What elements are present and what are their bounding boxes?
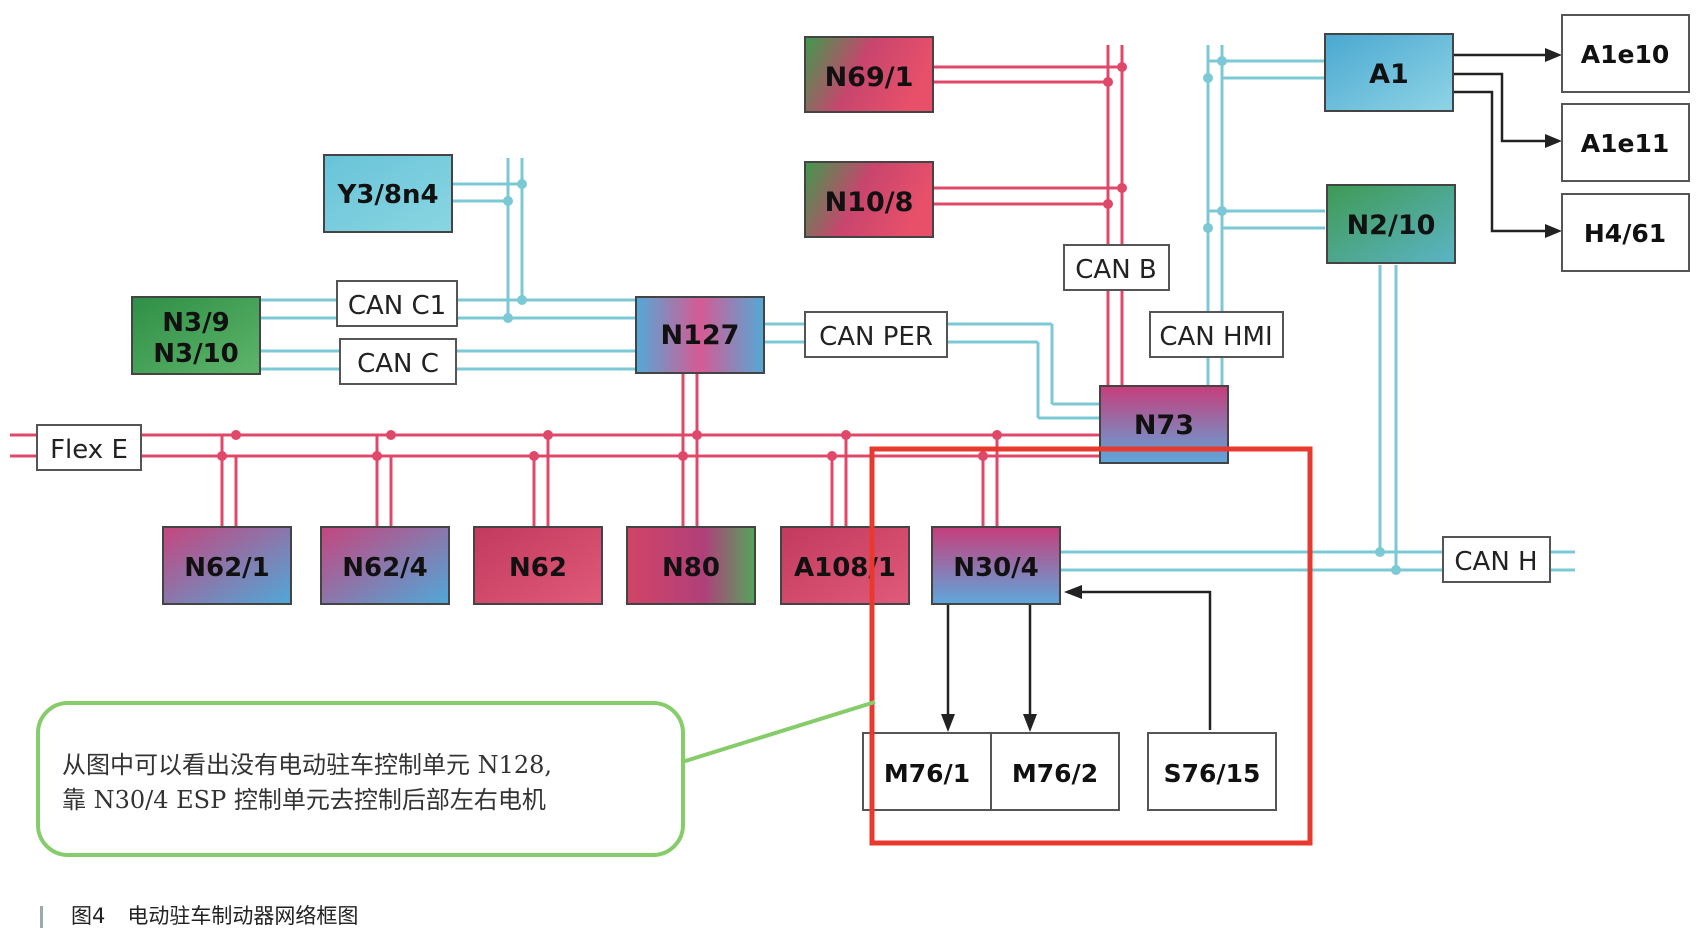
svg-text:N3/10: N3/10 [153, 339, 239, 369]
box-a1e11: A1e11 [1561, 103, 1690, 182]
svg-text:CAN B: CAN B [1075, 255, 1157, 285]
bus-label-flex-e: Flex E [36, 424, 142, 471]
svg-text:A1e11: A1e11 [1581, 129, 1670, 158]
svg-text:M76/1: M76/1 [884, 759, 970, 788]
module-n10-8: N10/8 [804, 161, 934, 238]
figure-caption: 图4 电动驻车制动器网络框图 [40, 900, 358, 930]
module-n62: N62 [473, 526, 603, 605]
box-a1e10: A1e10 [1561, 14, 1690, 93]
box-s76-15: S76/15 [1147, 732, 1277, 811]
box-m76-2: M76/2 [990, 732, 1120, 811]
a1-output-arrows [1454, 53, 1552, 233]
flex-e-bus [10, 45, 1124, 527]
box-m76-1: M76/1 [862, 732, 992, 811]
svg-text:CAN C: CAN C [357, 349, 439, 379]
svg-text:A108/1: A108/1 [794, 553, 896, 583]
svg-text:N2/10: N2/10 [1347, 210, 1436, 241]
svg-text:N62/4: N62/4 [342, 553, 428, 583]
svg-text:CAN H: CAN H [1454, 547, 1537, 577]
figure-title: 电动驻车制动器网络框图 [127, 904, 359, 928]
svg-text:N73: N73 [1134, 410, 1194, 441]
note-line-1: 从图中可以看出没有电动驻车控制单元 N128, [62, 751, 552, 779]
svg-text:N69/1: N69/1 [825, 62, 914, 93]
svg-text:N80: N80 [662, 553, 720, 583]
svg-text:N10/8: N10/8 [825, 187, 914, 218]
module-n62-1: N62/1 [162, 526, 292, 605]
arrowheads [1545, 48, 1562, 238]
svg-text:CAN C1: CAN C1 [348, 291, 446, 321]
svg-text:N127: N127 [661, 320, 740, 351]
n30-4-motor-arrows [946, 590, 1212, 730]
bus-label-can-h: CAN H [1442, 536, 1551, 583]
svg-text:CAN PER: CAN PER [819, 322, 933, 352]
flex-junctions [217, 62, 1127, 461]
note-callout: 从图中可以看出没有电动驻车控制单元 N128, 靠 N30/4 ESP 控制单元… [36, 701, 685, 857]
bus-label-can-b: CAN B [1063, 244, 1170, 291]
highlight-box [869, 446, 1313, 846]
bus-label-can-c: CAN C [339, 338, 457, 385]
svg-text:N62/1: N62/1 [184, 553, 270, 583]
module-n30-4: N30/4 [931, 526, 1061, 605]
figure-number: 图4 [71, 904, 106, 928]
svg-text:CAN HMI: CAN HMI [1159, 322, 1272, 352]
box-h4-61: H4/61 [1561, 193, 1690, 272]
bus-label-can-c1: CAN C1 [336, 280, 458, 327]
module-a1: A1 [1324, 33, 1454, 112]
can-junctions [503, 56, 1401, 575]
module-n3-9-n3-10: N3/9 N3/10 [131, 296, 261, 375]
note-line-2: 靠 N30/4 ESP 控制单元去控制后部左右电机 [62, 786, 546, 814]
svg-text:H4/61: H4/61 [1584, 219, 1666, 248]
callout-pointer [681, 700, 876, 764]
svg-text:N3/9: N3/9 [162, 308, 229, 338]
svg-text:N30/4: N30/4 [953, 553, 1039, 583]
svg-text:N62: N62 [509, 553, 567, 583]
svg-text:A1e10: A1e10 [1581, 40, 1670, 69]
module-n62-4: N62/4 [320, 526, 450, 605]
svg-text:S76/15: S76/15 [1164, 759, 1261, 788]
svg-text:M76/2: M76/2 [1012, 759, 1098, 788]
svg-text:Flex E: Flex E [50, 435, 128, 465]
module-n69-1: N69/1 [804, 36, 934, 113]
bus-label-can-per: CAN PER [804, 311, 948, 358]
svg-text:Y3/8n4: Y3/8n4 [336, 180, 438, 210]
svg-text:A1: A1 [1369, 59, 1409, 90]
module-n2-10: N2/10 [1326, 184, 1456, 264]
caption-marker [40, 906, 43, 928]
module-n127: N127 [635, 296, 765, 374]
bus-label-can-hmi: CAN HMI [1149, 311, 1284, 358]
module-y3-8n4: Y3/8n4 [323, 154, 453, 233]
module-a108-1: A108/1 [780, 526, 910, 605]
module-n80: N80 [626, 526, 756, 605]
